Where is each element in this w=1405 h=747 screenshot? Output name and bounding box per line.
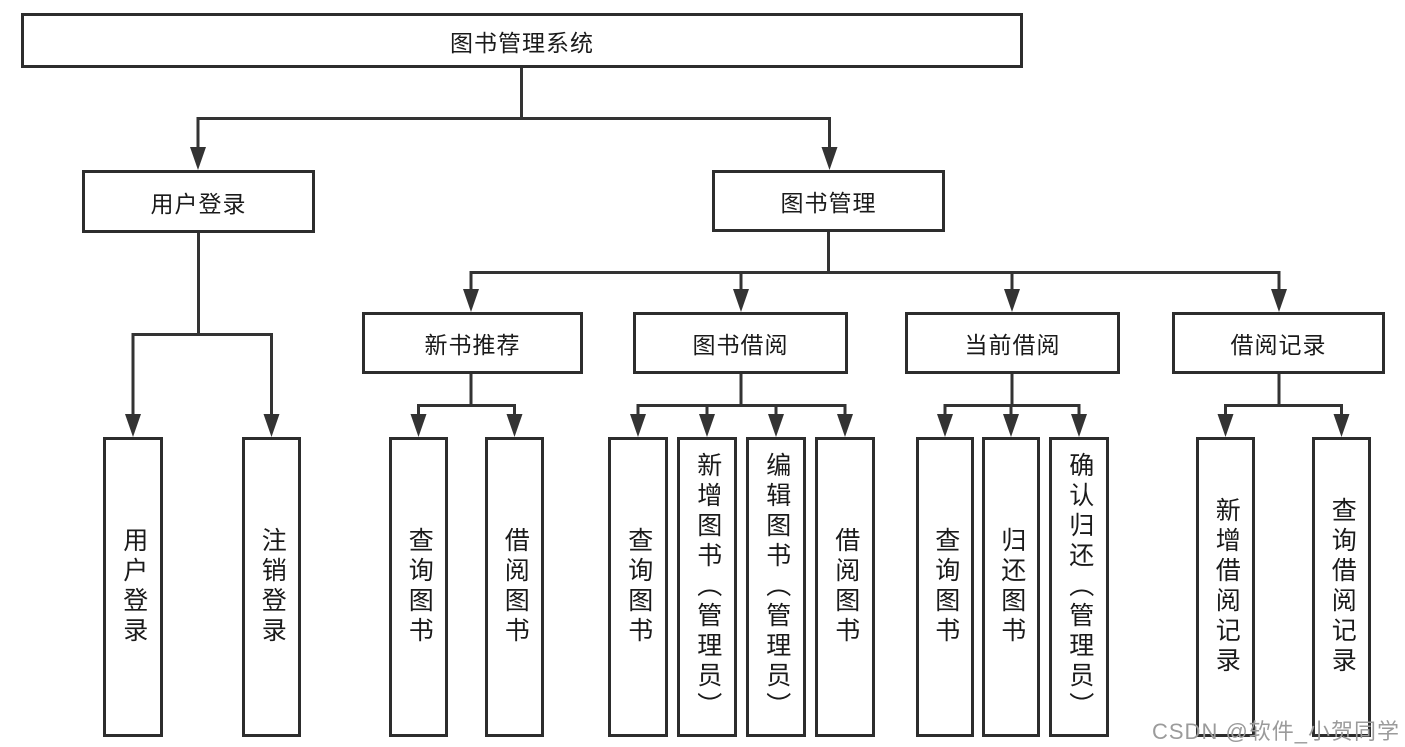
arrow-down-icon xyxy=(699,414,715,437)
node-label: 借阅图书 xyxy=(831,527,860,647)
arrow-down-icon xyxy=(733,289,749,312)
leaf-return-book: 归还图书 xyxy=(982,437,1040,737)
leaf-user-login: 用户登录 xyxy=(103,437,163,737)
leaf-confirm-return-admin: 确认归还（管理员） xyxy=(1049,437,1109,737)
node-label: 新书推荐 xyxy=(424,332,521,358)
arrow-down-icon xyxy=(1271,289,1287,312)
arrow-down-icon xyxy=(630,414,646,437)
node-label: 用户登录 xyxy=(150,190,247,217)
leaf-add-book-admin: 新增图书（管理员） xyxy=(677,437,737,737)
node-label: 编辑图书（管理员） xyxy=(762,452,791,722)
leaf-borrow-book: 借阅图书 xyxy=(815,437,875,737)
node-label: 查询图书 xyxy=(931,527,960,647)
arrow-down-icon xyxy=(190,147,206,170)
node-book-management-system: 图书管理系统 xyxy=(21,13,1023,68)
node-label: 用户登录 xyxy=(119,527,148,647)
leaf-edit-book-admin: 编辑图书（管理员） xyxy=(746,437,806,737)
node-user-login: 用户登录 xyxy=(82,170,315,233)
leaf-add-borrow-record: 新增借阅记录 xyxy=(1196,437,1255,737)
node-label: 当前借阅 xyxy=(964,332,1061,358)
leaf-query-book: 查询图书 xyxy=(916,437,974,737)
leaf-query-book: 查询图书 xyxy=(608,437,668,737)
node-label: 借阅记录 xyxy=(1230,332,1327,358)
arrow-down-icon xyxy=(821,147,838,170)
node-label: 查询图书 xyxy=(624,527,653,647)
node-label: 注销登录 xyxy=(258,527,287,647)
node-label: 确认归还（管理员） xyxy=(1065,452,1094,722)
node-label: 图书借阅 xyxy=(692,332,789,358)
arrow-down-icon xyxy=(410,414,427,437)
leaf-borrow-book: 借阅图书 xyxy=(485,437,544,737)
watermark: CSDN @软件_小贺同学 xyxy=(1152,719,1401,744)
arrow-down-icon xyxy=(1217,414,1234,437)
arrow-down-icon xyxy=(768,414,784,437)
node-label: 图书管理 xyxy=(780,190,877,216)
leaf-logout: 注销登录 xyxy=(242,437,301,737)
leaf-query-borrow-record: 查询借阅记录 xyxy=(1312,437,1371,737)
node-book-management: 图书管理 xyxy=(712,170,945,232)
arrow-down-icon xyxy=(1333,414,1350,437)
node-label: 图书管理系统 xyxy=(450,29,594,56)
arrow-down-icon xyxy=(837,414,853,437)
arrow-down-icon xyxy=(125,414,141,437)
node-label: 查询图书 xyxy=(405,527,434,647)
node-label: 借阅图书 xyxy=(501,527,530,647)
arrow-down-icon xyxy=(1071,414,1087,437)
node-book-borrowing: 图书借阅 xyxy=(633,312,848,374)
arrow-down-icon xyxy=(463,289,479,312)
node-label: 查询借阅记录 xyxy=(1328,497,1357,677)
arrow-down-icon xyxy=(1003,414,1019,437)
leaf-query-book: 查询图书 xyxy=(389,437,448,737)
arrow-down-icon xyxy=(1004,289,1020,312)
arrow-down-icon xyxy=(506,414,523,437)
node-current-borrowing: 当前借阅 xyxy=(905,312,1120,374)
node-new-book-recommend: 新书推荐 xyxy=(362,312,583,374)
node-label: 新增借阅记录 xyxy=(1212,497,1241,677)
arrow-down-icon xyxy=(263,414,280,437)
node-borrowing-records: 借阅记录 xyxy=(1172,312,1385,374)
arrow-down-icon xyxy=(937,414,953,437)
node-label: 归还图书 xyxy=(997,527,1026,647)
node-label: 新增图书（管理员） xyxy=(693,452,722,722)
